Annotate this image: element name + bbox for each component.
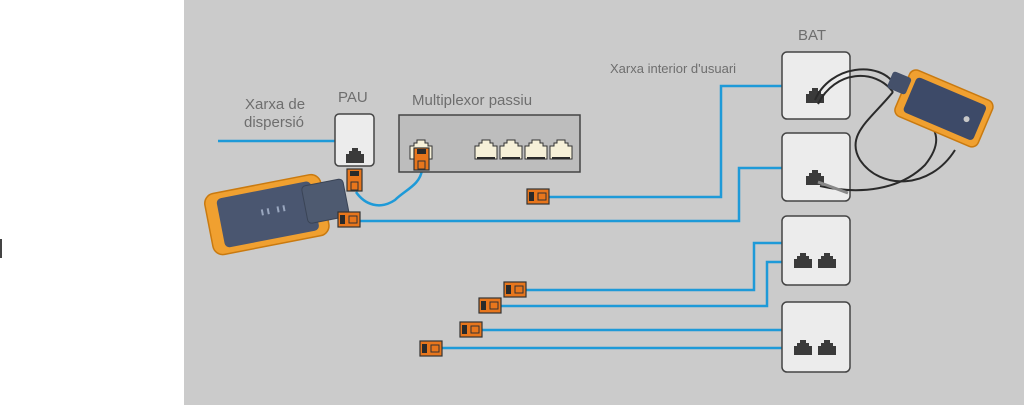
bat-box-3 [781, 215, 851, 286]
cable-pau-to-mux [354, 169, 424, 207]
label-line: dispersió [244, 114, 305, 131]
multiplexer-box [398, 114, 581, 173]
patch-connector [478, 297, 502, 314]
patch-connector [526, 188, 550, 205]
bat-box-2 [781, 132, 851, 202]
bat-box-4 [781, 301, 851, 373]
pau-connector [346, 168, 363, 192]
bat-box-1 [781, 51, 851, 120]
cable-bat3-b [500, 260, 783, 308]
patch-connector [419, 340, 443, 357]
patch-connector [503, 281, 527, 298]
text-cursor [0, 239, 2, 258]
multiplexer-label: Multiplexor passiu [412, 92, 533, 109]
remote-tester-device [887, 69, 994, 148]
pau-label: PAU [338, 89, 368, 106]
user-network-label: Xarxa interior d'usuari [610, 61, 737, 76]
cable-bat3-a [525, 241, 783, 292]
main-tester-device [204, 173, 350, 256]
tester-connector [337, 211, 361, 228]
mux-connector [413, 147, 430, 171]
pau-box [334, 113, 375, 167]
remote-cable-plug [817, 180, 849, 195]
patch-connector [459, 321, 483, 338]
label-line: Xarxa de [245, 96, 306, 113]
distribution-network-label: Xarxa de dispersió [244, 96, 306, 132]
loose-connectors [419, 188, 550, 357]
bat-label: BAT [798, 27, 827, 44]
cable-tester-to-bat2 [358, 166, 783, 223]
cable-connector-to-bat1 [548, 84, 783, 199]
cables [218, 84, 783, 350]
